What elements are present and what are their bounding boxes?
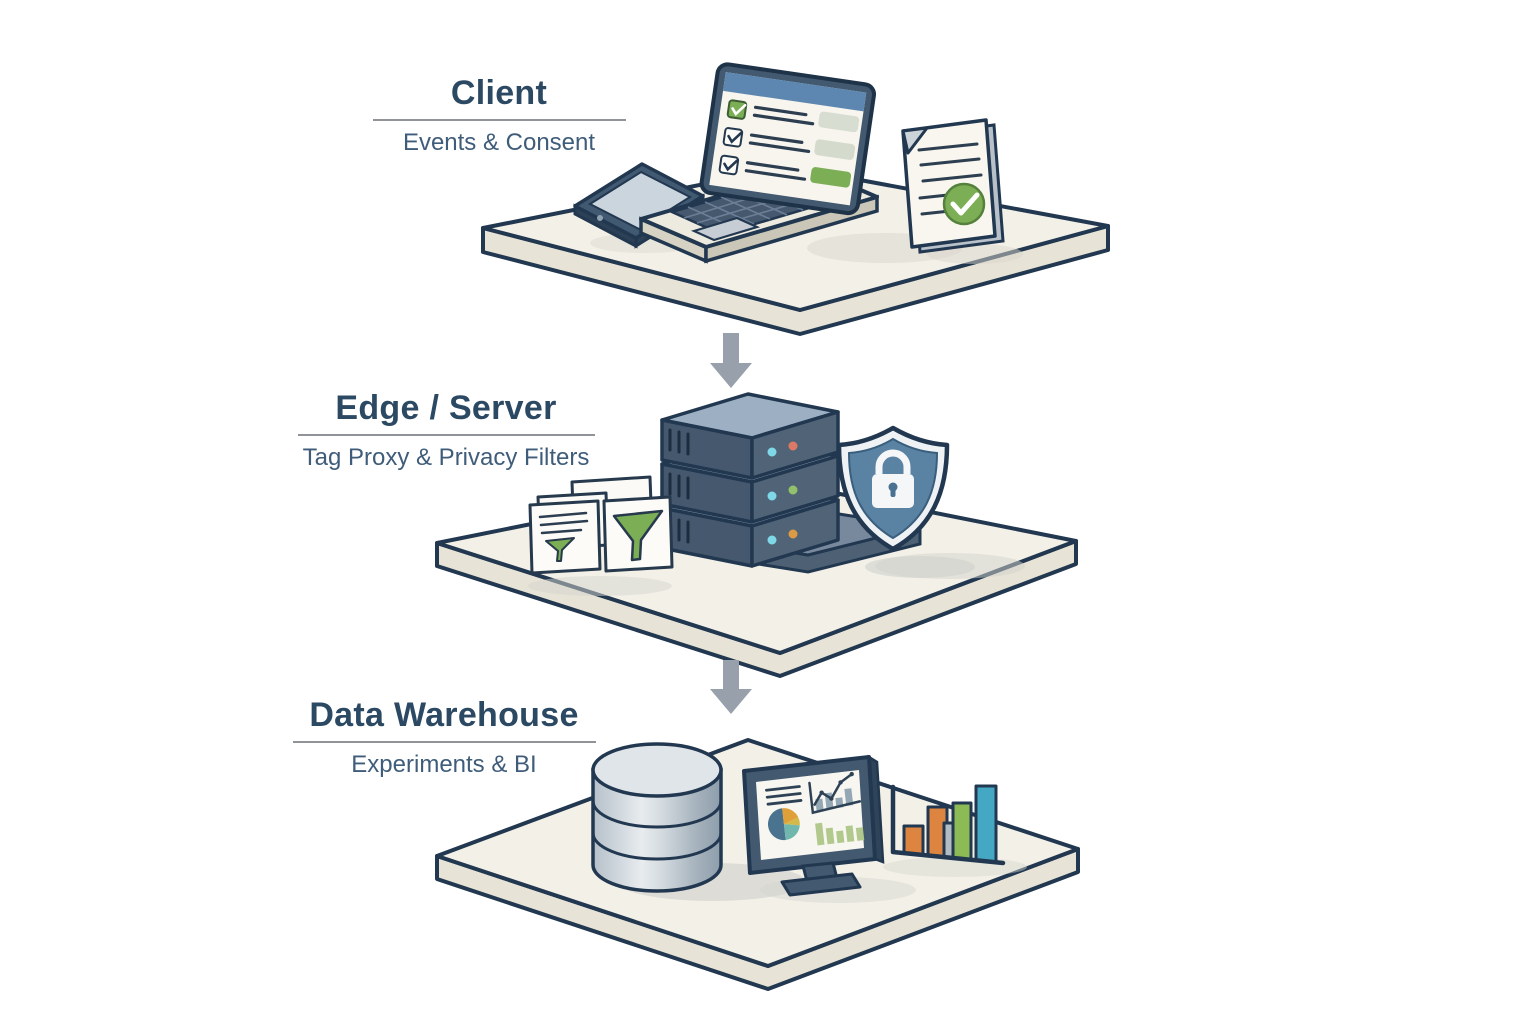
checkbox-checked xyxy=(726,99,748,120)
edge-server-title: Edge / Server xyxy=(335,389,557,427)
data-warehouse-subtitle: Experiments & BI xyxy=(351,750,537,778)
led-indicator xyxy=(767,491,777,501)
bar-chart-icon xyxy=(883,784,1027,877)
consent-document-icon xyxy=(901,118,1023,264)
funnel-small xyxy=(545,537,575,562)
edge-server-subtitle: Tag Proxy & Privacy Filters xyxy=(302,443,590,471)
screen-header-bar xyxy=(723,72,867,112)
mini-bar-chart xyxy=(815,822,865,846)
client-layer-label: Client Events & Consent xyxy=(339,73,659,157)
filter-cards-icon xyxy=(528,475,674,596)
data-warehouse-underline xyxy=(292,740,596,743)
funnel-large xyxy=(612,509,664,562)
laptop-checklist-icon xyxy=(639,62,879,264)
client-subtitle: Events & Consent xyxy=(402,128,596,156)
analytics-monitor-icon xyxy=(742,754,916,903)
client-title: Client xyxy=(450,74,548,112)
consent-check-badge xyxy=(942,182,986,226)
laptop-touchpad xyxy=(690,216,761,242)
server-rack-icon xyxy=(638,392,922,574)
shield-lock-icon xyxy=(836,425,975,578)
down-arrow-icon xyxy=(710,333,752,388)
led-indicator xyxy=(788,441,798,451)
led-indicator xyxy=(788,529,798,539)
checkbox xyxy=(718,154,740,176)
data-warehouse-layer-label: Data Warehouse Experiments & BI xyxy=(274,695,614,779)
led-indicator xyxy=(767,535,777,545)
line-chart xyxy=(808,771,862,815)
data-warehouse-title: Data Warehouse xyxy=(309,696,579,734)
led-indicator xyxy=(767,447,777,457)
lock-shackle xyxy=(875,449,911,474)
led-indicator xyxy=(788,485,798,495)
edge-server-underline xyxy=(297,433,595,436)
down-arrow-icon xyxy=(710,660,752,714)
page-fold xyxy=(901,126,929,155)
checkbox xyxy=(722,127,744,148)
pie-chart xyxy=(768,808,800,841)
client-underline xyxy=(372,118,626,121)
edge-server-layer-label: Edge / Server Tag Proxy & Privacy Filter… xyxy=(276,388,616,472)
